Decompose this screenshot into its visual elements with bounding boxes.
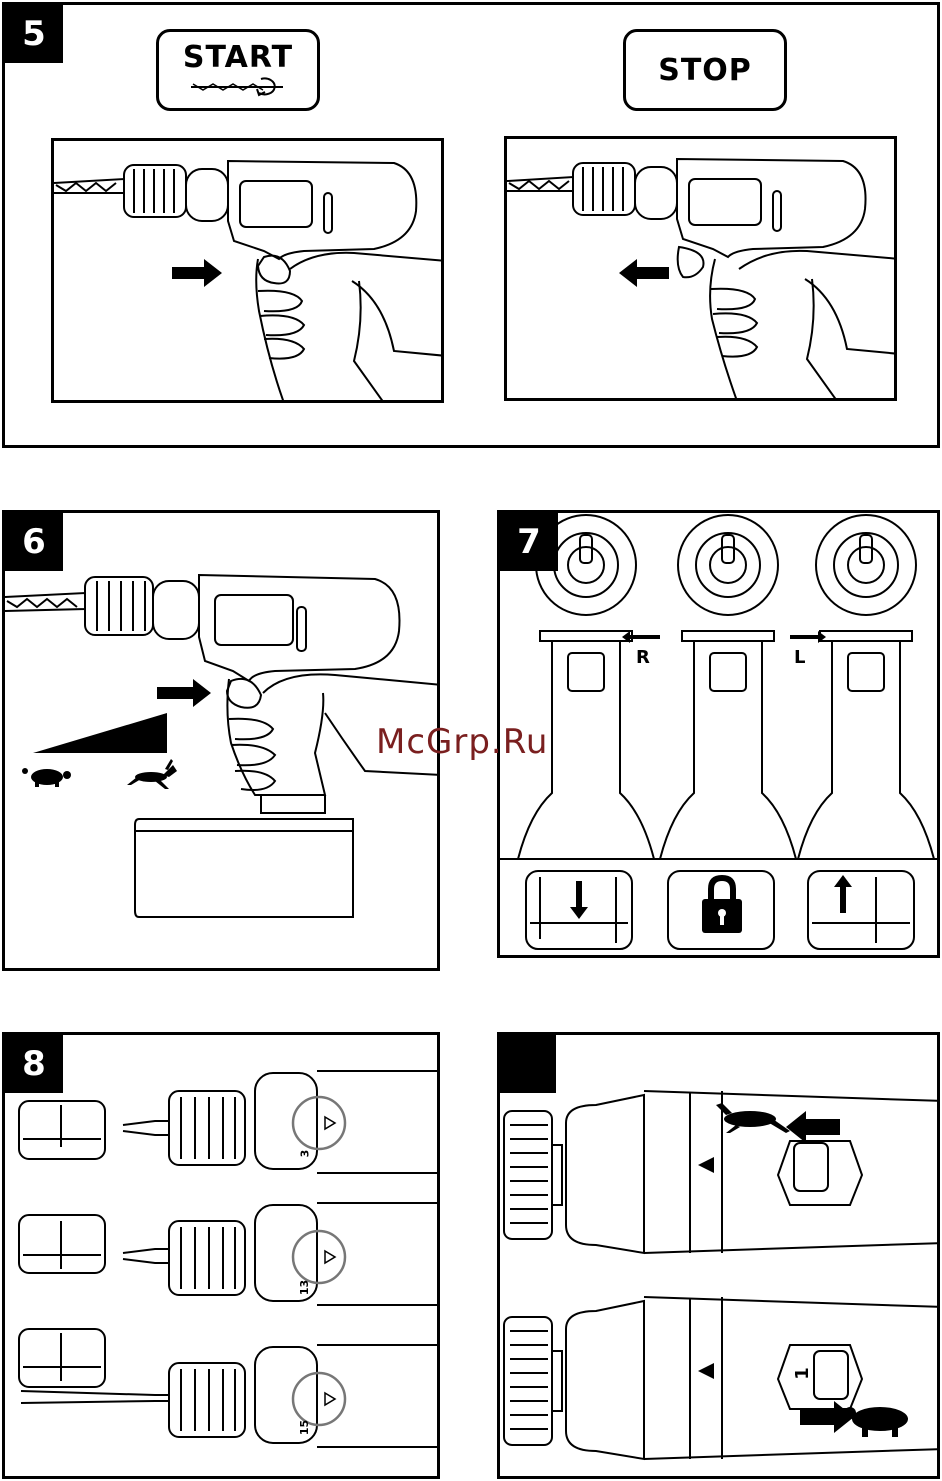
- rabbit-fast-icon: [716, 1103, 790, 1133]
- rabbit-fast-icon: [127, 759, 177, 789]
- panel-9: 1: [497, 1032, 940, 1479]
- press-arrow-icon: [157, 679, 211, 707]
- panel-number: 5: [5, 5, 63, 63]
- torque-setting-15: 15: [298, 1420, 311, 1435]
- panel-7: 7: [497, 510, 940, 958]
- setting-highlight-2: [293, 1231, 345, 1283]
- start-label: START: [183, 43, 293, 73]
- setting-highlight-1: [293, 1097, 345, 1149]
- start-badge: START: [156, 29, 320, 111]
- drill-front-left: [798, 515, 934, 859]
- torque-settings-illustration: [5, 1035, 440, 1479]
- forward-label-l: L: [794, 647, 805, 668]
- reverse-label-r: R: [636, 647, 650, 668]
- indicator-arrow-icon: [698, 1157, 714, 1173]
- stop-label: STOP: [658, 53, 752, 88]
- panel-6: 6: [2, 510, 440, 971]
- arrow-down-icon: [570, 881, 588, 919]
- low-gear-label: 1: [792, 1367, 813, 1380]
- arrow-left-icon: [622, 631, 660, 643]
- push-arrow-icon: [172, 259, 222, 287]
- direction-switch-illustration: [500, 513, 940, 958]
- drill-front-lock: [660, 515, 796, 859]
- panel-8: 8: [2, 1032, 440, 1479]
- drill-trigger-released-illustration: [507, 139, 897, 401]
- speed-ramp-icon: [33, 713, 167, 753]
- variable-speed-illustration: [5, 513, 440, 971]
- setting-highlight-3: [293, 1373, 345, 1425]
- stop-badge: STOP: [623, 29, 787, 111]
- drill-trigger-pressed-illustration: [54, 141, 444, 403]
- drill-front-right: [518, 515, 654, 859]
- slide-arrow-icon: [786, 1111, 840, 1143]
- release-arrow-icon: [619, 259, 669, 287]
- start-drill-frame: [51, 138, 444, 403]
- indicator-arrow-icon: [698, 1363, 714, 1379]
- gear-selector-illustration: [500, 1035, 940, 1479]
- drill-bit-rotation-icon: [183, 73, 293, 97]
- arrow-up-icon: [834, 875, 852, 913]
- torque-setting-13: 13: [298, 1280, 311, 1295]
- stop-drill-frame: [504, 136, 897, 401]
- panel-5: 5 START STOP: [2, 2, 940, 448]
- turtle-slow-icon: [22, 768, 71, 787]
- turtle-slow-icon: [844, 1407, 908, 1437]
- watermark: McGrp.Ru: [376, 722, 548, 762]
- torque-setting-3: 3: [298, 1150, 311, 1158]
